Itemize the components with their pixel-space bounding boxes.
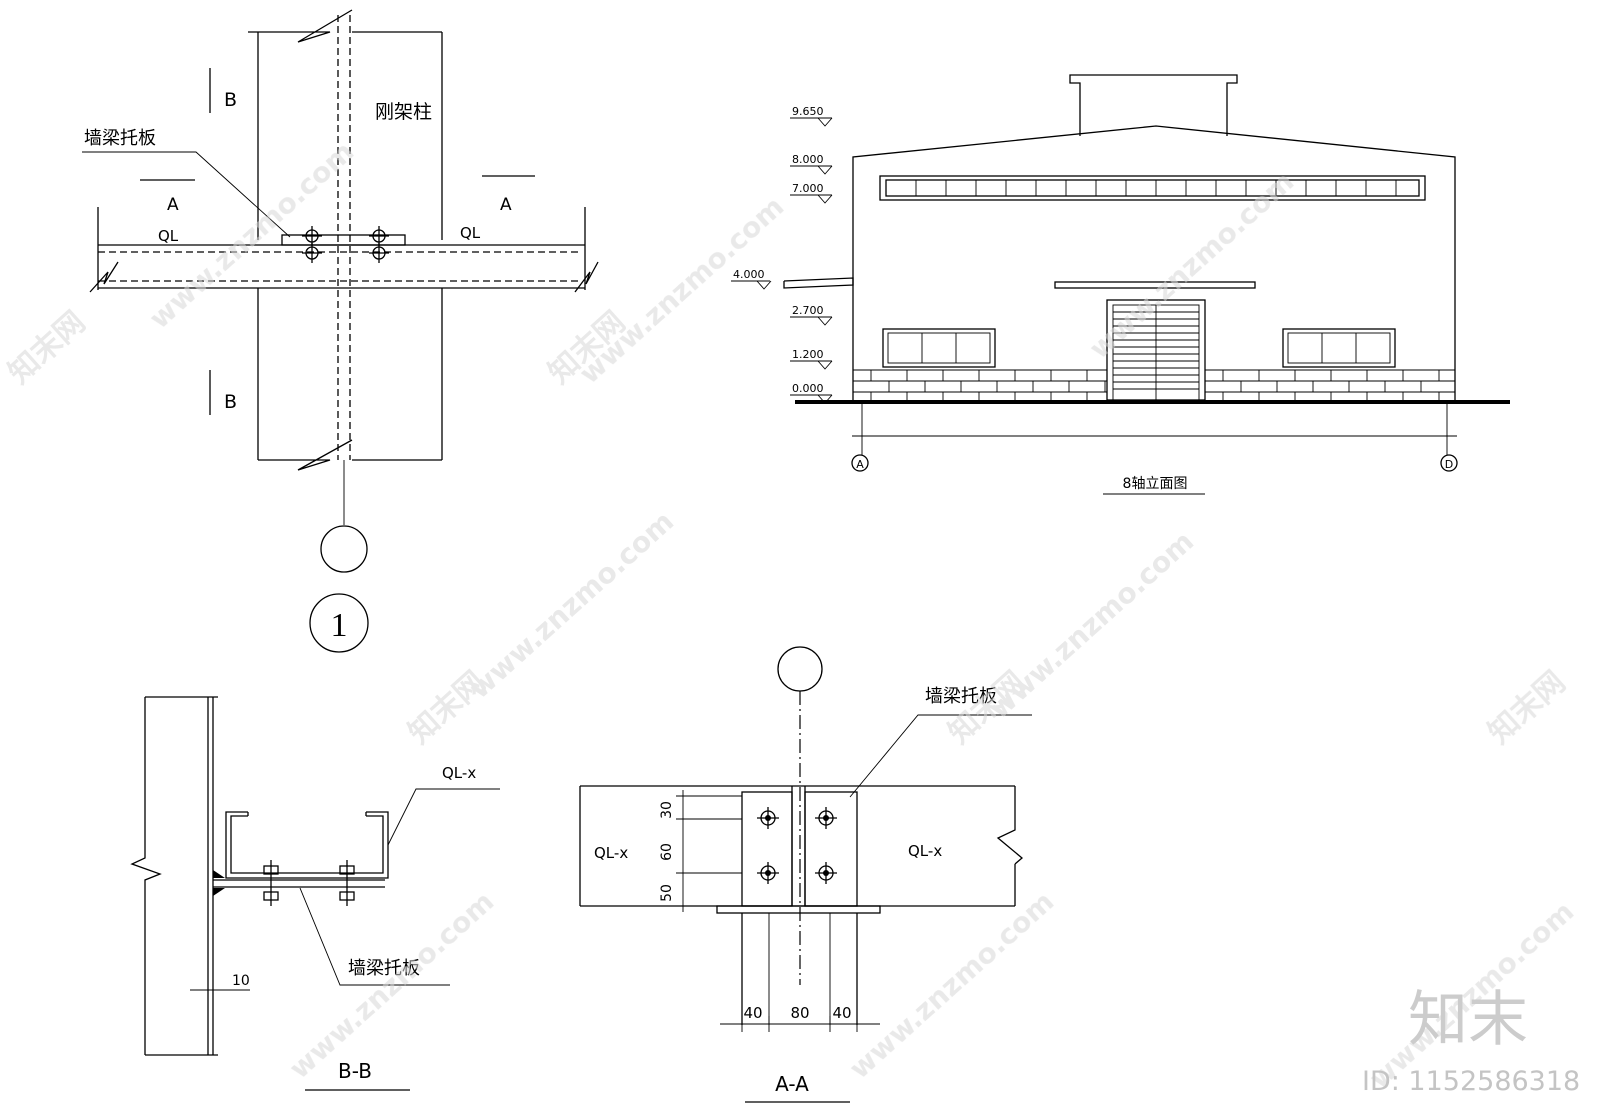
level-mark: 9.650 (790, 105, 833, 127)
label-column: 刚架柱 (375, 101, 432, 123)
label-ql-x: QL-x (442, 764, 476, 782)
section-bb-title: B-B (338, 1059, 372, 1083)
level-mark: 4.000 (731, 268, 772, 290)
section-b-b: QL-x 墙梁托板 10 B-B (130, 696, 500, 1091)
section-aa-title: A-A (775, 1072, 809, 1096)
watermark-text: www.znzmo.com (1083, 165, 1301, 366)
level-mark: 8.000 (790, 153, 833, 175)
elevation-title: 8轴立面图 (1123, 476, 1188, 492)
dim-80: 80 (790, 1004, 809, 1022)
level-label: 4.000 (733, 268, 765, 281)
section-a-left: A (167, 195, 179, 215)
level-mark: 1.200 (790, 348, 833, 370)
label-ql-x-right: QL-x (908, 842, 942, 860)
label-ql-left: QL (158, 227, 179, 245)
watermark-layer: www.znzmo.com www.znzmo.com www.znzmo.co… (2, 135, 1580, 1096)
level-label: 0.000 (792, 382, 824, 395)
dim-40-left: 40 (743, 1004, 762, 1022)
bolt-group (302, 226, 389, 263)
watermark-text: www.znzmo.com (463, 505, 681, 706)
watermark-brand: 知末网 (402, 665, 492, 751)
level-mark: 2.700 (790, 304, 833, 326)
watermark-brand: 知末网 (1482, 665, 1572, 751)
watermark-text: www.znzmo.com (843, 885, 1061, 1086)
door-louvers (1113, 305, 1199, 400)
section-a-a: 30 60 50 40 80 40 QL-x QL-x 墙梁托板 A-A (579, 646, 1032, 1103)
level-label: 1.200 (792, 348, 824, 361)
brick-base (853, 369, 1455, 393)
level-mark: 0.000 (790, 382, 833, 404)
watermark-brand: 知末网 (2, 305, 92, 391)
label-beam-plate: 墙梁托板 (84, 128, 156, 149)
label-beam-plate-aa: 墙梁托板 (925, 686, 997, 707)
dim-gap: 10 (232, 973, 250, 989)
axis-label-d: D (1445, 458, 1453, 471)
watermark-text: www.znzmo.com (573, 190, 791, 391)
bolt-group-aa (757, 807, 837, 884)
level-mark: 7.000 (790, 182, 833, 204)
section-a-right: A (500, 195, 512, 215)
level-label: 2.700 (792, 304, 824, 317)
level-label: 7.000 (792, 182, 824, 195)
level-markers: 9.650 8.000 7.000 4.000 2.700 1.200 (731, 105, 833, 404)
dim-60: 60 (659, 843, 675, 861)
level-label: 9.650 (792, 105, 824, 118)
detail-1-connection-plan: 墙梁托板 刚架柱 QL QL A A B B 1 (82, 9, 599, 653)
watermark-text: www.znzmo.com (283, 885, 501, 1086)
level-label: 8.000 (792, 153, 824, 166)
window-band-mullions (915, 180, 1397, 196)
section-b-bottom: B (224, 391, 237, 413)
dim-40-right: 40 (832, 1004, 851, 1022)
elevation-8-axis: A D 8轴立面图 9.650 8.000 7.000 4.000 (731, 74, 1510, 495)
label-beam-plate-bb: 墙梁托板 (348, 958, 420, 979)
dim-30: 30 (659, 801, 675, 819)
dim-50: 50 (659, 884, 675, 902)
axis-label-a: A (856, 458, 864, 471)
label-ql-right: QL (460, 224, 481, 242)
detail-number: 1 (331, 607, 348, 644)
watermark-logo: 知末 (1408, 985, 1528, 1055)
label-ql-x-left: QL-x (594, 844, 628, 862)
section-b-top: B (224, 89, 237, 111)
watermark-id: ID: 1152586318 (1362, 1066, 1580, 1097)
